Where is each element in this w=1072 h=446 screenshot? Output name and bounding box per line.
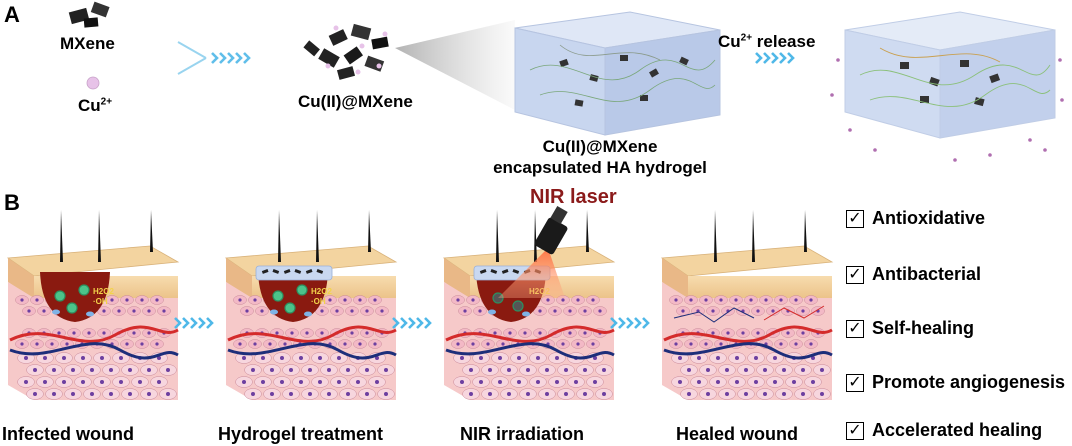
stage-label-hydrogel: Hydrogel treatment <box>218 424 384 444</box>
svg-text:H2O2: H2O2 <box>311 287 332 296</box>
benefit-angiogenesis: ✓Promote angiogenesis <box>846 372 1065 393</box>
hydrogel-label-line2: encapsulated HA hydrogel <box>493 158 707 177</box>
panel-a-letter: A <box>4 2 20 27</box>
stage-arrow-3-icon <box>609 316 650 330</box>
cu-mxene-label: Cu(II)@MXene <box>298 92 413 111</box>
hydrogel-label-line1: Cu(II)@MXene <box>542 137 658 156</box>
checkbox-icon: ✓ <box>846 209 864 228</box>
checkbox-icon: ✓ <box>846 319 864 338</box>
release-arrow-icon <box>754 51 795 65</box>
merge-arrow-icon <box>177 41 251 75</box>
mxene-label: MXene <box>60 34 115 53</box>
benefit-accelerated-healing: ✓Accelerated healing <box>846 420 1042 441</box>
skin-tile-nir: H2O2 <box>442 210 616 400</box>
benefit-antioxidative: ✓Antioxidative <box>846 208 985 229</box>
stage-arrow-2-icon <box>391 316 432 330</box>
stage-label-nir: NIR irradiation <box>460 424 585 444</box>
zoom-beam <box>395 20 515 110</box>
benefit-self-healing: ✓Self-healing <box>846 318 974 339</box>
released-hydrogel-cube-icon <box>830 11 1064 162</box>
panel-b-letter: B <box>4 190 20 215</box>
cu-release-label: Cu2+ release <box>718 32 816 51</box>
nir-laser-label: NIR laser <box>530 186 617 208</box>
cu-ion-label: Cu2+ <box>78 96 113 115</box>
svg-text:H2O2: H2O2 <box>93 287 114 296</box>
stage-label-infected: Infected wound <box>2 424 134 444</box>
svg-text:·OH: ·OH <box>93 297 108 306</box>
stage-label-healed: Healed wound <box>676 424 799 444</box>
svg-text:·OH: ·OH <box>311 297 326 306</box>
cu-mxene-cluster-icon <box>303 23 389 80</box>
benefit-antibacterial: ✓Antibacterial <box>846 264 981 285</box>
skin-tile-hydrogel: H2O2·OH <box>224 210 398 400</box>
hydrogel-cube-icon <box>514 11 721 136</box>
stage-arrow-1-icon <box>173 316 214 330</box>
checkbox-icon: ✓ <box>846 373 864 392</box>
cu-ion-icon <box>86 76 100 90</box>
nir-laser-icon <box>498 205 568 298</box>
mxene-flakes-icon <box>68 1 110 28</box>
checkbox-icon: ✓ <box>846 421 864 440</box>
checkbox-icon: ✓ <box>846 265 864 284</box>
skin-tile-infected: H2O2·OH <box>6 210 180 400</box>
hydrogel-label: Cu(II)@MXene encapsulated HA hydrogel <box>470 136 730 178</box>
skin-tile-healed <box>660 210 834 400</box>
